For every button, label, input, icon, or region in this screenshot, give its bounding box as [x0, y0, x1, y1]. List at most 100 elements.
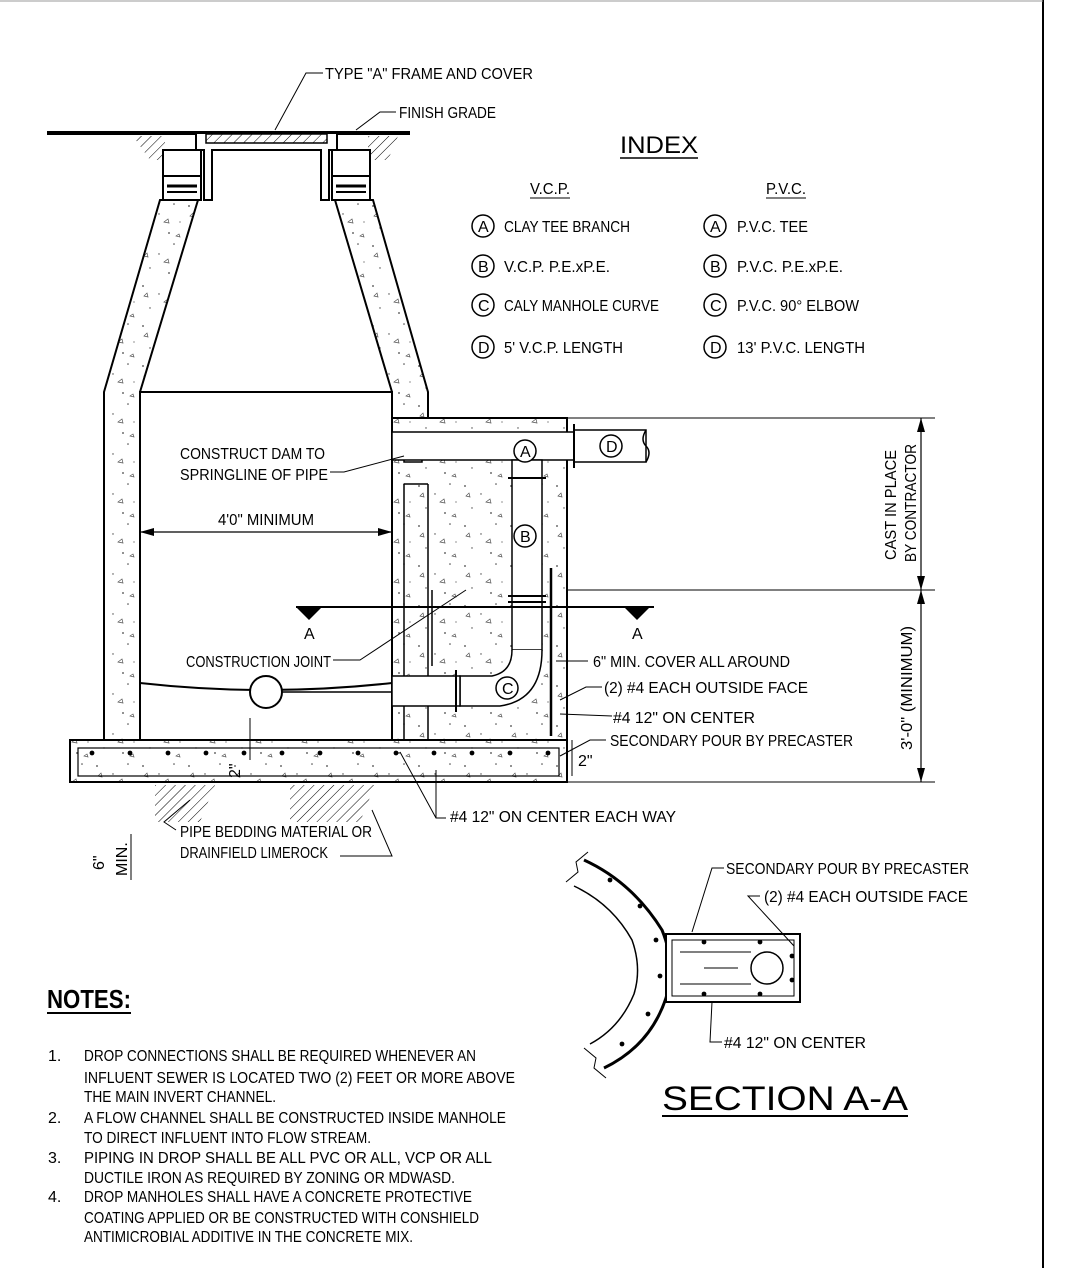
- callout-b-circle: [513, 524, 537, 548]
- pvc-list: A P.V.C. TEE B P.V.C. P.E.xP.E. C P.V.C.…: [703, 214, 865, 359]
- section-pipe: [750, 951, 784, 985]
- manhole-cover: [205, 133, 328, 144]
- leader-face: [559, 686, 602, 701]
- rebar-dot: [165, 750, 171, 756]
- vcp-key: A: [478, 219, 489, 236]
- vcp-key: C: [478, 298, 490, 315]
- dam-label-2: SPRINGLINE OF PIPE: [180, 467, 328, 484]
- rebar-dots: [89, 750, 551, 756]
- ring-left-upper: [162, 149, 202, 177]
- rebar-dot: [701, 939, 707, 945]
- note-number: 1.: [48, 1048, 61, 1065]
- construction-joint-label: CONSTRUCTION JOINT: [186, 654, 331, 671]
- bedding-label-2: DRAINFIELD LIMEROCK: [180, 845, 328, 862]
- pvc-item-text: P.V.C. TEE: [737, 219, 808, 236]
- section-arrow-right: [624, 607, 650, 620]
- note-number: 3.: [48, 1150, 61, 1167]
- invert-pipe: [249, 675, 283, 709]
- pvc-item: C P.V.C. 90° ELBOW: [703, 293, 860, 317]
- cone-wall-right: [333, 199, 429, 419]
- section-leader-face: [746, 895, 795, 947]
- note-number: 4.: [48, 1189, 61, 1206]
- leader-joint: [333, 589, 467, 661]
- note-line: DUCTILE IRON AS REQUIRED BY ZONING OR MD…: [84, 1170, 455, 1187]
- pvc-heading: P.V.C.: [766, 181, 806, 198]
- each-way-label: #4 12" ON CENTER EACH WAY: [450, 809, 676, 826]
- section-mark-right: A: [632, 626, 643, 643]
- dim-arrow: [917, 590, 925, 604]
- rebar-dot: [203, 750, 209, 756]
- outside-face-label: (2) #4 EACH OUTSIDE FACE: [604, 680, 808, 697]
- note-line: TO DIRECT INFLUENT INTO FLOW STREAM.: [84, 1130, 371, 1147]
- callout-d-text: D: [606, 439, 618, 456]
- index-title: INDEX: [620, 132, 698, 159]
- rebar-dot: [355, 750, 361, 756]
- finish-grade-label: FINISH GRADE: [399, 105, 496, 122]
- grade-hatch-left: [133, 136, 165, 160]
- base-slab-inner: [77, 747, 560, 777]
- vcp-item-text: CALY MANHOLE CURVE: [504, 298, 659, 315]
- index-table: INDEX V.C.P. P.V.C. A CLAY TEE BRANCH B …: [471, 132, 865, 359]
- bedding-label-1: PIPE BEDDING MATERIAL OR: [180, 824, 372, 841]
- min-width-label: 4'0" MINIMUM: [218, 512, 314, 529]
- dam-label-1: CONSTRUCT DAM TO: [180, 446, 325, 463]
- dim-arrow: [917, 576, 925, 590]
- bedding-hatch-left: [155, 785, 215, 822]
- three-min-label: 3'-0" (MINIMUM): [899, 626, 916, 750]
- base-slab: [69, 739, 568, 783]
- section-break-bottom: [583, 1047, 607, 1079]
- rebar-dot: [757, 939, 763, 945]
- section-wall-outer: [583, 858, 672, 1070]
- pvc-key-circle: [703, 254, 727, 278]
- rebar-dot: [607, 877, 613, 883]
- inlet-pipe: [391, 431, 575, 461]
- note-line: ANTIMICROBIAL ADDITIVE IN THE CONCRETE M…: [84, 1229, 413, 1246]
- pipe-break: [642, 429, 650, 463]
- rebar-dot: [657, 973, 663, 979]
- dim-arrow: [140, 528, 154, 536]
- dim-arrow: [917, 768, 925, 782]
- note-line: DROP CONNECTIONS SHALL BE REQUIRED WHENE…: [84, 1048, 476, 1065]
- note-line: COATING APPLIED OR BE CONSTRUCTED WITH C…: [84, 1210, 479, 1227]
- rebar-dot: [507, 750, 513, 756]
- dim-arrow: [378, 528, 392, 536]
- rebar-dot: [317, 750, 323, 756]
- pvc-item: D 13' P.V.C. LENGTH: [703, 335, 865, 359]
- vcp-key: B: [478, 259, 489, 276]
- rebar-dot: [701, 991, 707, 997]
- callout-c-circle: [495, 676, 519, 700]
- vcp-item: C CALY MANHOLE CURVE: [471, 293, 659, 317]
- six-in-label: 6": [91, 855, 108, 870]
- leader-pour: [559, 739, 606, 757]
- section-wall-inner: [573, 885, 639, 1045]
- secondary-pour-label: SECONDARY POUR BY PRECASTER: [610, 733, 853, 750]
- leader-bedding2: [340, 809, 393, 857]
- section-outside-face: (2) #4 EACH OUTSIDE FACE: [764, 889, 968, 906]
- manhole-elevation: [47, 72, 935, 880]
- dim-arrow: [917, 418, 925, 432]
- rebar-dot: [393, 750, 399, 756]
- note-number: 2.: [48, 1110, 61, 1127]
- section-leader-pour: [691, 867, 724, 933]
- callout-b-text: B: [520, 529, 531, 546]
- leader-frame: [274, 72, 323, 131]
- cast-label-1: CAST IN PLACE: [883, 450, 900, 560]
- vcp-key-circle: [471, 293, 495, 317]
- pvc-key: B: [710, 259, 721, 276]
- rebar-dot: [279, 750, 285, 756]
- callout-a-circle: [513, 439, 537, 463]
- grade-hatch-right: [368, 136, 398, 160]
- pvc-key-circle: [703, 335, 727, 359]
- vcp-heading: V.C.P.: [530, 181, 570, 198]
- vcp-item-text: 5' V.C.P. LENGTH: [504, 340, 623, 357]
- pvc-key-circle: [703, 293, 727, 317]
- section-rebar-dots: [607, 877, 795, 1047]
- rebar-dot: [545, 750, 551, 756]
- pvc-key-circle: [703, 214, 727, 238]
- vcp-key-circle: [471, 214, 495, 238]
- vcp-item-text: CLAY TEE BRANCH: [504, 219, 630, 236]
- rebar-dot: [89, 750, 95, 756]
- rebar-dot: [431, 750, 437, 756]
- notes-block: NOTES: 1. DROP CONNECTIONS SHALL BE REQU…: [47, 984, 515, 1246]
